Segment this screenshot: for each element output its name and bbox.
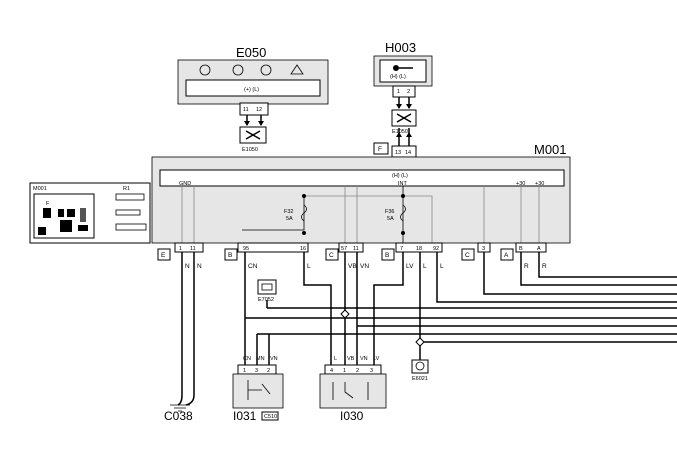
c038-label: C038	[164, 409, 193, 423]
m001-pin-row: E 1 11 B 95 16 C 57 11 B 7 18 92 C 3 A B…	[157, 242, 547, 261]
h003-component: H003 (H) (L) 1 2 E1050	[373, 40, 433, 146]
e050-pin-12: 12	[256, 107, 262, 113]
e1050-connector-icon-2	[396, 113, 412, 123]
pin-16: 16	[300, 246, 306, 252]
i030-wire-l: L	[334, 356, 337, 362]
connector-b2: B	[385, 252, 389, 259]
i031-component: 1 3 2 CN MN VN I031 C510	[232, 356, 284, 423]
wire-r1: R	[524, 263, 529, 270]
h003-pin-1: 1	[397, 89, 400, 95]
connector-a: A	[504, 252, 509, 259]
i031-wire-mn: MN	[256, 356, 265, 362]
m001-gnd: GND	[179, 181, 191, 187]
i030-component: 4 1 2 3 L VB VN LV I030	[319, 356, 387, 423]
m001-pin-14: 14	[405, 150, 411, 156]
e1050-connector-icon-1	[245, 130, 261, 140]
h003-label: H003	[385, 40, 416, 55]
fuse-f32: F32	[284, 209, 293, 215]
connector-f: F	[378, 146, 382, 153]
i030-pin-2: 2	[356, 368, 359, 374]
i030-pin-3: 3	[370, 368, 373, 374]
pin-92: 92	[433, 246, 439, 252]
locator-pin-label: R1	[123, 186, 130, 192]
e7052-component: E7052	[257, 279, 277, 303]
wire-cn: CN	[248, 263, 258, 270]
e050-pin-11: 11	[243, 107, 249, 113]
m001-component: M001 F 13 14 (H) (L) GND INT +30 +30 F32…	[151, 142, 571, 244]
i031-wire-vn: VN	[270, 356, 278, 362]
i030-pin-4: 4	[330, 368, 333, 374]
pin-95: 95	[243, 246, 249, 252]
connector-e: E	[161, 252, 166, 259]
i030-wire-vb: VB	[347, 356, 355, 362]
pin-b: B	[519, 246, 523, 252]
e050-icons	[199, 64, 304, 76]
wire-vn: VN	[360, 263, 369, 270]
h003-pin-2: 2	[407, 89, 410, 95]
wire-vb: VB	[348, 263, 357, 270]
e7052-label: E7052	[258, 297, 274, 303]
i030-wire-lv: LV	[373, 356, 380, 362]
c038-component: C038	[164, 404, 193, 423]
wire-l1: L	[307, 263, 311, 270]
wires: N N CN L VB VN LV L L R R	[177, 252, 677, 406]
m001-locator: M001 F R1	[29, 182, 151, 244]
e050-component: E050 (+) (L) 11 12 E1050	[177, 45, 329, 153]
i030-pin-1: 1	[343, 368, 346, 374]
pin-7: 7	[400, 246, 403, 252]
pin-3: 3	[482, 246, 485, 252]
i031-pin-1: 1	[243, 368, 246, 374]
e1050-label-2: E1050	[392, 129, 408, 135]
connector-c2: C	[465, 252, 470, 259]
wire-r2: R	[542, 263, 547, 270]
m001-label: M001	[534, 142, 567, 157]
locator-title: M001	[33, 186, 47, 192]
e6021-label: E6021	[412, 376, 428, 382]
wire-l3: L	[440, 263, 444, 270]
wire-n1: N	[185, 263, 190, 270]
pin-57: 57	[341, 246, 347, 252]
i030-wire-vn: VN	[360, 356, 368, 362]
pin-11b: 11	[353, 246, 359, 252]
connector-b1: B	[228, 252, 232, 259]
wire-lv: LV	[406, 263, 414, 270]
i030-label: I030	[340, 409, 364, 423]
locator-f-label: F	[46, 201, 50, 207]
e1050-label-1: E1050	[242, 147, 258, 153]
i031-badge: C510	[264, 414, 277, 420]
key-icon	[393, 65, 399, 71]
i031-wire-cn: CN	[243, 356, 251, 362]
fuse-f36: F36	[385, 209, 394, 215]
e050-label: E050	[236, 45, 266, 60]
fuse-f32-rating: 5A	[286, 216, 293, 222]
i031-pin-3: 3	[255, 368, 258, 374]
m001-plus30-a: +30	[516, 181, 525, 187]
connector-c: C	[329, 252, 334, 259]
m001-terminal-text: (H) (L)	[392, 173, 408, 179]
e6021-component: E6021	[411, 348, 429, 382]
m001-int: INT	[398, 181, 408, 187]
m001-pin-13: 13	[395, 150, 401, 156]
pin-1: 1	[179, 246, 182, 252]
pin-18: 18	[416, 246, 422, 252]
wire-n2: N	[197, 263, 202, 270]
fuse-f36-rating: 5A	[387, 216, 394, 222]
wire-l2: L	[423, 263, 427, 270]
i031-pin-2: 2	[267, 368, 270, 374]
i031-label: I031	[233, 409, 257, 423]
m001-plus30-b: +30	[535, 181, 544, 187]
e050-terminal-text: (+) (L)	[244, 87, 259, 93]
pin-a: A	[537, 246, 541, 252]
h003-terminal-text: (H) (L)	[390, 74, 406, 80]
pin-11a: 11	[190, 246, 196, 252]
